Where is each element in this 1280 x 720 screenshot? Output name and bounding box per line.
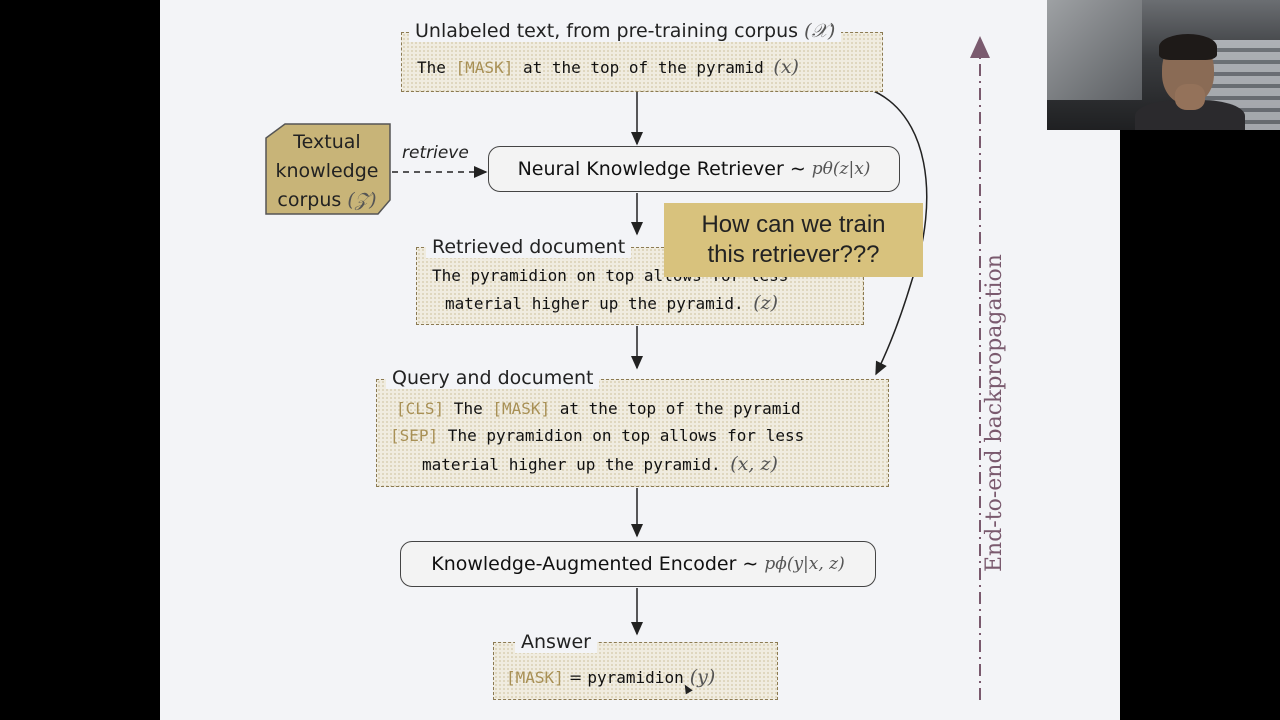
retriever-formula: pθ(z|x) bbox=[811, 159, 871, 179]
z-symbol: (z) bbox=[753, 292, 779, 314]
retrieved-document-box bbox=[416, 247, 864, 325]
corpus-z-symbol: (𝒵) bbox=[347, 189, 377, 211]
x-symbol: (x) bbox=[773, 56, 799, 78]
query-part: The pyramidion on top allows for less bbox=[438, 426, 805, 445]
diagram-connectors bbox=[265, 36, 990, 700]
corpus-shape bbox=[265, 123, 391, 215]
equals-sign: = bbox=[563, 668, 588, 687]
query-line3: material higher up the pyramid. (x, z) bbox=[422, 453, 778, 476]
mask-token: [MASK] bbox=[492, 399, 551, 418]
webcam-person-hand bbox=[1175, 84, 1205, 110]
unlabeled-title-text: Unlabeled text, from pre-training corpus bbox=[415, 20, 799, 42]
xz-symbol: (x, z) bbox=[730, 453, 778, 475]
answer-value: pyramidion bbox=[587, 668, 684, 687]
black-margin bbox=[1120, 130, 1280, 720]
answer-title: Answer bbox=[515, 631, 597, 653]
neural-knowledge-retriever: Neural Knowledge Retriever ∼ pθ(z|x) bbox=[488, 146, 900, 192]
query-part: material higher up the pyramid. bbox=[422, 455, 731, 474]
webcam-feed bbox=[1047, 0, 1280, 130]
query-document-box bbox=[376, 379, 889, 487]
mask-token: [MASK] bbox=[506, 668, 564, 687]
sentence-part: The bbox=[417, 58, 456, 77]
question-popup: How can we train this retriever??? bbox=[664, 203, 923, 277]
knowledge-augmented-encoder: Knowledge-Augmented Encoder ∼ pϕ(y|x, z) bbox=[400, 541, 876, 587]
popup-line2: this retriever??? bbox=[707, 241, 880, 268]
corpus-line3: corpus bbox=[277, 189, 342, 211]
encoder-label: Knowledge-Augmented Encoder ∼ bbox=[431, 553, 759, 575]
sentence-part: at the top of the pyramid bbox=[513, 58, 774, 77]
popup-line1: How can we train bbox=[701, 211, 886, 238]
retriever-label: Neural Knowledge Retriever ∼ bbox=[517, 158, 806, 180]
mask-token: [MASK] bbox=[455, 58, 514, 77]
query-document-title: Query and document bbox=[386, 367, 600, 389]
sep-token: [SEP] bbox=[390, 426, 439, 445]
encoder-formula: pϕ(y|x, z) bbox=[764, 554, 845, 574]
query-line1: [CLS] The [MASK] at the top of the pyram… bbox=[396, 398, 801, 420]
corpus-label: Textual knowledge corpus (𝒵) bbox=[267, 128, 387, 215]
corpus-line1: Textual bbox=[293, 131, 361, 153]
retrieved-line2: material higher up the pyramid. (z) bbox=[445, 292, 778, 315]
query-part: at the top of the pyramid bbox=[550, 399, 801, 418]
unlabeled-text-sentence: The [MASK] at the top of the pyramid (x) bbox=[417, 56, 799, 79]
unlabeled-text-box bbox=[401, 32, 883, 92]
query-line2: [SEP] The pyramidion on top allows for l… bbox=[390, 425, 804, 447]
webcam-person-hair bbox=[1159, 34, 1217, 60]
corpus-line2: knowledge bbox=[275, 160, 379, 182]
retrieved-document-title: Retrieved document bbox=[426, 236, 632, 258]
answer-line: [MASK] = pyramidion (y) bbox=[506, 666, 715, 689]
backprop-label: End-to-end backpropagation bbox=[982, 254, 1007, 572]
unlabeled-text-title: Unlabeled text, from pre-training corpus… bbox=[409, 20, 842, 42]
y-symbol: (y) bbox=[683, 666, 716, 688]
retrieve-label: retrieve bbox=[402, 143, 469, 163]
query-part: The bbox=[444, 399, 493, 418]
slide: Unlabeled text, from pre-training corpus… bbox=[160, 0, 1120, 720]
cls-token: [CLS] bbox=[396, 399, 445, 418]
webcam-background-light bbox=[1047, 0, 1142, 100]
corpus-x-symbol: (𝒳) bbox=[804, 20, 836, 42]
retrieved-line2-text: material higher up the pyramid. bbox=[445, 294, 754, 313]
